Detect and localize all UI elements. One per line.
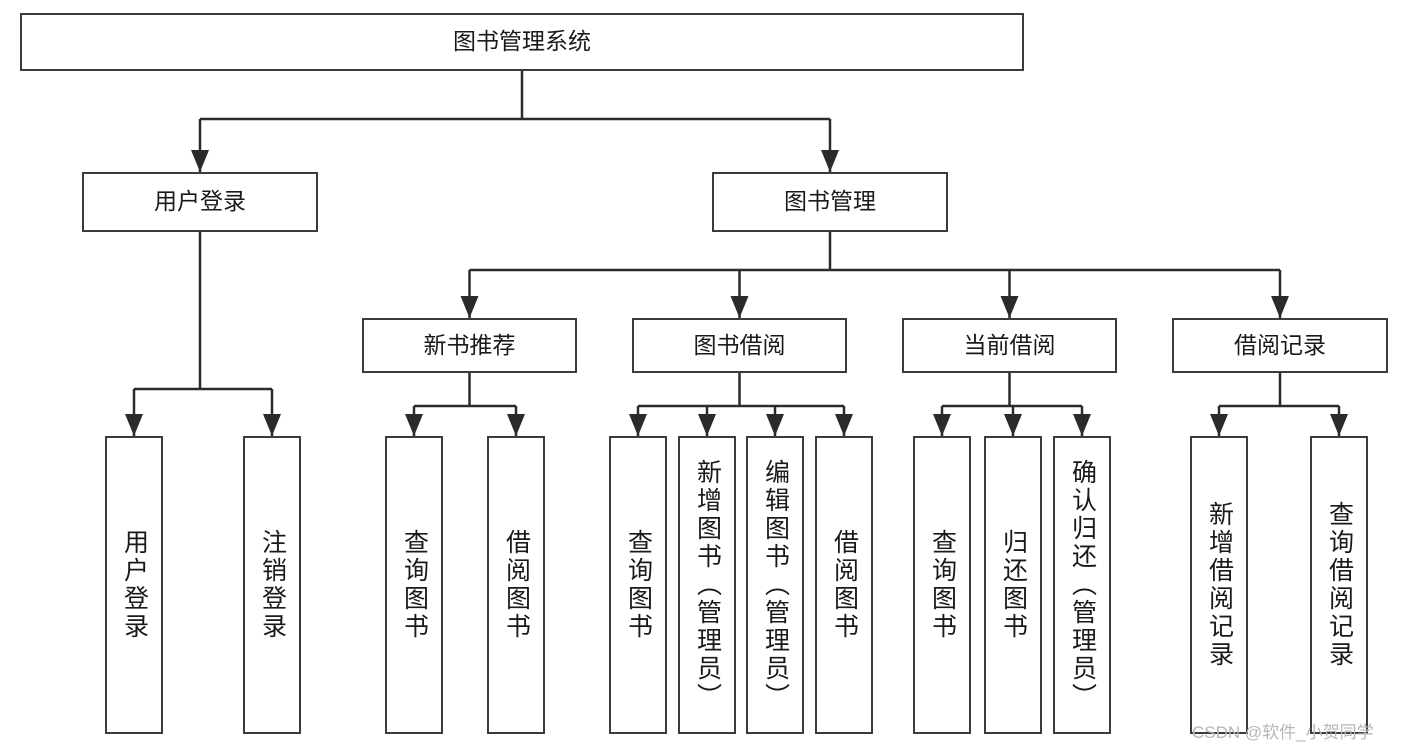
conn-user-login-arrowhead-leaf-logout (263, 414, 281, 436)
node-leaf-borrow-book-1[interactable]: 借阅图书 (487, 436, 545, 734)
node-label-leaf-add-record: 新增借阅记录 (1205, 501, 1234, 669)
node-label-leaf-confirm-return: 确认归还（管理员） (1068, 459, 1097, 711)
node-label-root: 图书管理系统 (453, 28, 591, 55)
node-leaf-query-record[interactable]: 查询借阅记录 (1310, 436, 1368, 734)
conn-book-borrow-arrowhead-leaf-add-book (698, 414, 716, 436)
node-label-leaf-user-login: 用户登录 (120, 529, 149, 641)
node-borrow-record[interactable]: 借阅记录 (1172, 318, 1388, 373)
node-label-leaf-query-book-3: 查询图书 (928, 529, 957, 641)
node-label-book-borrow: 图书借阅 (693, 331, 786, 358)
node-leaf-add-record[interactable]: 新增借阅记录 (1190, 436, 1248, 734)
conn-book-borrow-arrowhead-leaf-edit-book (766, 414, 784, 436)
node-root[interactable]: 图书管理系统 (20, 13, 1024, 71)
conn-current-borrow-arrowhead-leaf-query-book-3 (933, 414, 951, 436)
node-label-leaf-logout: 注销登录 (258, 529, 287, 641)
node-label-borrow-record: 借阅记录 (1234, 331, 1326, 358)
node-label-new-book-rec: 新书推荐 (423, 331, 516, 358)
node-label-user-login: 用户登录 (154, 188, 246, 215)
conn-user-login-arrowhead-leaf-user-login (125, 414, 143, 436)
node-leaf-edit-book[interactable]: 编辑图书（管理员） (746, 436, 804, 734)
node-leaf-query-book-3[interactable]: 查询图书 (913, 436, 971, 734)
node-label-book-manage: 图书管理 (784, 188, 876, 215)
node-label-leaf-borrow-book-1: 借阅图书 (502, 529, 531, 641)
node-leaf-return-book[interactable]: 归还图书 (984, 436, 1042, 734)
conn-current-borrow-arrowhead-leaf-return-book (1004, 414, 1022, 436)
conn-borrow-record-arrowhead-leaf-query-record (1330, 414, 1348, 436)
node-book-manage[interactable]: 图书管理 (712, 172, 948, 232)
node-current-borrow[interactable]: 当前借阅 (902, 318, 1117, 373)
node-leaf-borrow-book-2[interactable]: 借阅图书 (815, 436, 873, 734)
node-leaf-query-book-1[interactable]: 查询图书 (385, 436, 443, 734)
node-book-borrow[interactable]: 图书借阅 (632, 318, 847, 373)
node-label-leaf-borrow-book-2: 借阅图书 (830, 529, 859, 641)
node-label-leaf-query-record: 查询借阅记录 (1325, 501, 1354, 669)
node-label-leaf-add-book: 新增图书（管理员） (693, 459, 722, 711)
conn-new-book-rec-arrowhead-leaf-borrow-book-1 (507, 414, 525, 436)
node-leaf-query-book-2[interactable]: 查询图书 (609, 436, 667, 734)
conn-current-borrow-arrowhead-leaf-confirm-return (1073, 414, 1091, 436)
node-leaf-logout[interactable]: 注销登录 (243, 436, 301, 734)
node-new-book-rec[interactable]: 新书推荐 (362, 318, 577, 373)
node-label-current-borrow: 当前借阅 (963, 331, 1056, 358)
conn-book-manage-arrowhead-current-borrow (1000, 296, 1019, 318)
node-label-leaf-edit-book: 编辑图书（管理员） (761, 459, 790, 711)
conn-root-arrowhead-user-login (191, 150, 209, 172)
conn-book-borrow-arrowhead-leaf-borrow-book-2 (835, 414, 853, 436)
conn-new-book-rec-arrowhead-leaf-query-book-1 (405, 414, 423, 436)
conn-book-manage-arrowhead-book-borrow (730, 296, 749, 318)
conn-book-manage-arrowhead-new-book-rec (460, 296, 479, 318)
conn-book-manage-arrowhead-borrow-record (1271, 296, 1289, 318)
conn-borrow-record-arrowhead-leaf-add-record (1210, 414, 1228, 436)
node-label-leaf-return-book: 归还图书 (999, 529, 1028, 641)
node-leaf-confirm-return[interactable]: 确认归还（管理员） (1053, 436, 1111, 734)
node-leaf-add-book[interactable]: 新增图书（管理员） (678, 436, 736, 734)
node-label-leaf-query-book-1: 查询图书 (400, 529, 429, 641)
conn-root-arrowhead-book-manage (821, 150, 839, 172)
node-label-leaf-query-book-2: 查询图书 (624, 529, 653, 641)
node-leaf-user-login[interactable]: 用户登录 (105, 436, 163, 734)
node-user-login[interactable]: 用户登录 (82, 172, 318, 232)
conn-book-borrow-arrowhead-leaf-query-book-2 (629, 414, 647, 436)
